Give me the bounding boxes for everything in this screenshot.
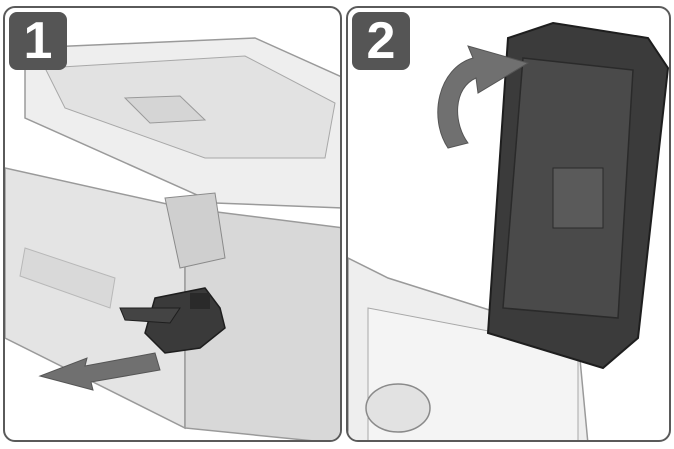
rotate-arrow-icon	[437, 45, 530, 149]
brand-plate	[123, 95, 207, 124]
step-1-panel: 1	[3, 6, 342, 442]
latch-icon[interactable]	[119, 287, 226, 354]
step-2-panel: 2	[346, 6, 671, 442]
step-2-illustration	[348, 21, 669, 440]
arrow-left-icon	[38, 352, 161, 391]
case-corner	[164, 192, 226, 269]
step-1-illustration	[5, 37, 340, 440]
case-side	[184, 207, 340, 440]
step-1-badge: 1	[9, 12, 67, 70]
lid-insert	[552, 167, 604, 229]
roller	[365, 383, 431, 433]
step-2-badge: 2	[352, 12, 410, 70]
front-logo-emboss	[19, 247, 116, 309]
